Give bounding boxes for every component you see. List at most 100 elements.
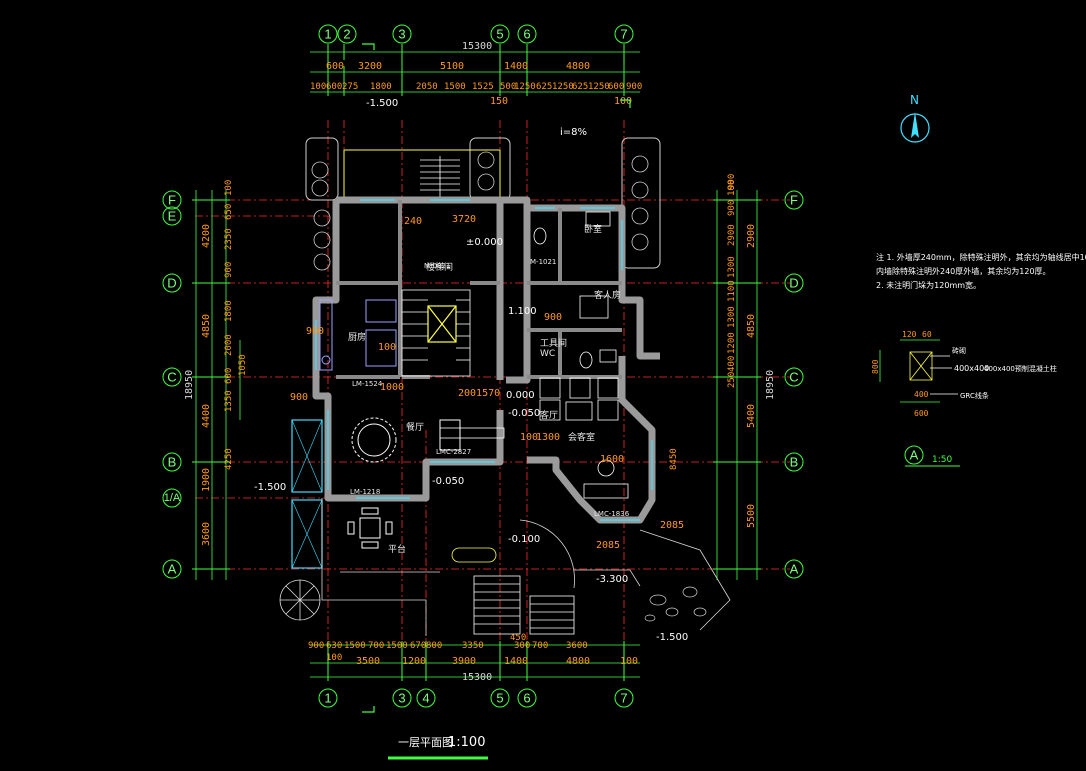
detail-dim-3: 400x400 — [954, 364, 989, 373]
detail-dim-4: 400 — [914, 390, 929, 399]
axis-right-c: C — [789, 370, 798, 385]
top-dim-r3-0: 100 — [310, 82, 326, 92]
top-dim-r3-5: 1500 — [444, 82, 466, 92]
axis-left-b: B — [168, 455, 177, 470]
top-dim-misc-100: 100 — [614, 96, 632, 107]
axis-left-e: E — [168, 209, 177, 224]
left-dim-r2-4: 1800 — [224, 300, 234, 322]
detail-callout-label: A — [910, 448, 919, 463]
right-dim-r2-1: 900 — [727, 200, 737, 216]
top-dim-r3-6: 1525 — [472, 82, 494, 92]
dimension-lines — [192, 48, 761, 681]
axis-top-3: 3 — [398, 27, 405, 42]
right-axis-bubbles — [784, 190, 804, 579]
bathroom-fixtures — [533, 211, 617, 369]
top-dim-r3-8: 1250 — [514, 82, 536, 92]
room-dining: 餐厅 — [406, 421, 424, 433]
svg-text:2085: 2085 — [596, 540, 620, 551]
level-label-0: ±0.000 — [466, 237, 503, 248]
bottom-axis-bubbles — [318, 688, 634, 708]
column-detail-drawing — [879, 339, 958, 403]
door-tag-1: LM-1218 — [350, 488, 380, 496]
bottom-dim-r1-3: 3900 — [452, 656, 476, 667]
left-dim-r2-5: 2000 — [224, 334, 234, 356]
right-dim-r2-6: 1200 — [727, 332, 737, 354]
right-dim-r2-5: 1300 — [727, 306, 737, 328]
room-tool: 工具间 — [540, 337, 567, 349]
terrace-boundary — [321, 498, 731, 636]
top-dim-r3-4: 2050 — [416, 82, 438, 92]
top-dim-r3-1: 600 — [326, 82, 342, 92]
level-label-4: -1.500 — [656, 632, 688, 643]
level-label-8: 1.100 — [508, 306, 537, 317]
axis-top-7: 7 — [620, 27, 627, 42]
room-living: 客厅 — [540, 409, 558, 421]
level-label-2: -0.050 — [432, 476, 464, 487]
left-dim-r1-0: 4200 — [201, 224, 212, 248]
level-label-1: -0.050 — [508, 408, 540, 419]
level-label-7: -3.300 — [596, 574, 628, 585]
bottom-dim-r2-6: 800 — [426, 641, 442, 651]
bottom-dim-r1-0: 100 — [326, 653, 342, 663]
left-dim-r2-0: 100 — [224, 180, 234, 196]
axis-right-d: D — [789, 276, 798, 291]
top-dim-r3-3: 1800 — [370, 82, 392, 92]
detail-note-2: GRC线条 — [960, 391, 989, 400]
left-dim-r3-1: 900 — [290, 392, 308, 403]
entrance-stairs — [451, 547, 575, 635]
detail-dim-1: 60 — [922, 330, 932, 339]
bottom-dim-r2-9: 300 — [514, 641, 530, 651]
bottom-dim-r2-5: 670 — [410, 641, 426, 651]
right-dim-r1-1: 4850 — [746, 314, 757, 338]
planters — [311, 151, 649, 271]
right-dim-r1-2: 5400 — [746, 404, 757, 428]
svg-text:900: 900 — [544, 312, 562, 323]
right-dim-r2-10: 900 — [727, 174, 737, 190]
right-dim-r1-3: 5500 — [746, 504, 757, 528]
north-arrow-icon — [900, 112, 930, 143]
detail-callout-circle — [904, 445, 960, 467]
top-dim-r3-2: 275 — [342, 82, 358, 92]
right-dim-overall: 18950 — [765, 370, 776, 400]
left-dim-r1-1: 4850 — [201, 314, 212, 338]
note-line-3: 2. 未注明门垛为120mm宽。 — [876, 280, 981, 290]
left-dim-r2-2: 2350 — [224, 228, 234, 250]
top-dim-r2-1: 3200 — [358, 61, 382, 72]
room-guest: 客人房 — [594, 289, 621, 301]
bottom-dim-r2-11: 3600 — [566, 641, 588, 651]
level-label-3: -1.500 — [254, 482, 286, 493]
detail-note-0: 砖砌 — [952, 346, 966, 355]
bottom-dim-overall: 15300 — [462, 672, 492, 683]
axis-right-f: F — [790, 193, 798, 208]
right-dim-r2-3: 1300 — [727, 256, 737, 278]
bottom-dim-r1-1: 3500 — [356, 656, 380, 667]
left-dims: 18950 4200 4850 4400 1900 3600 100 650 2… — [184, 180, 248, 546]
svg-text:1600: 1600 — [600, 454, 624, 465]
top-dim-r3-7: 500 — [500, 82, 516, 92]
door-tag-2: LMC-2827 — [436, 448, 471, 456]
bottom-dim-r2-3: 700 — [368, 641, 384, 651]
exterior-walls — [312, 196, 660, 524]
top-dim-r2-4: 4800 — [566, 61, 590, 72]
room-kitchen: 厨房 — [348, 331, 366, 343]
bottom-dim-r2-2: 1500 — [344, 641, 366, 651]
top-dim-r2-0: 600 — [326, 61, 344, 72]
top-axis-bubbles — [318, 24, 634, 60]
top-dim-r3-9: 625 — [536, 82, 552, 92]
room-wc: WC — [540, 349, 555, 359]
room-bedroom: 卧室 — [584, 223, 602, 235]
top-dim-misc-150: 150 — [490, 96, 508, 107]
detail-dim-2: 800 — [871, 359, 880, 374]
left-dim-r1-2: 4400 — [201, 404, 212, 428]
drawing-title: 一层平面图 — [398, 736, 453, 749]
left-dim-r3-0: 1050 — [238, 354, 248, 376]
svg-text:2085: 2085 — [660, 520, 684, 531]
room-stair: 楼梯间 — [426, 261, 453, 273]
axis-top-2: 2 — [343, 27, 350, 42]
axis-right-b: B — [790, 455, 799, 470]
door-tag-5: M-0821 — [424, 262, 450, 270]
bottom-dim-r2-7: 3350 — [462, 641, 484, 651]
terrace-table — [347, 507, 393, 549]
top-dim-r2-3: 1400 — [504, 61, 528, 72]
